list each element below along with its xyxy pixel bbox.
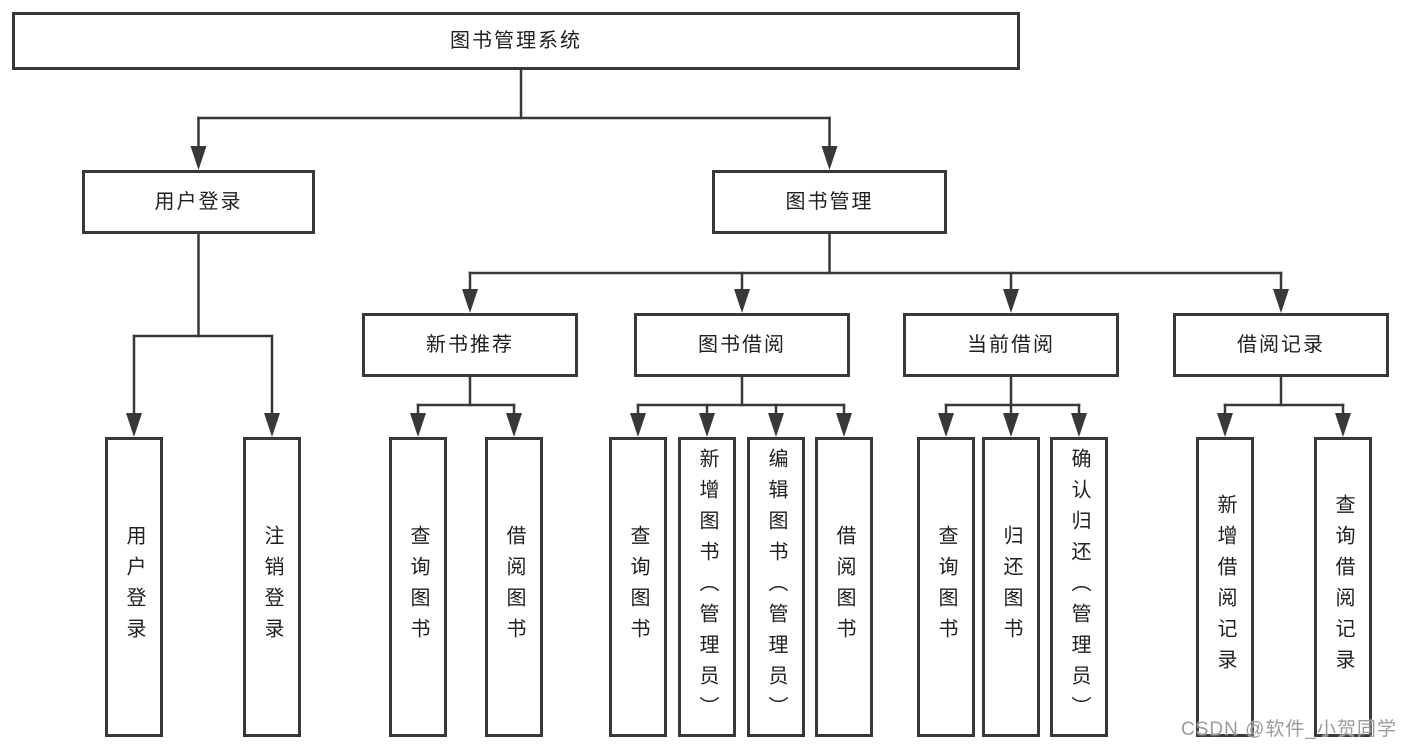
node-c-return: 归还图书 [982,437,1040,737]
node-rec-borrow: 借阅图书 [485,437,543,737]
node-u-login: 用户登录 [105,437,163,737]
node-u-logout: 注销登录 [243,437,301,737]
node-b-query: 查询图书 [609,437,667,737]
node-current: 当前借阅 [903,313,1119,377]
node-r-add: 新增借阅记录 [1196,437,1254,737]
watermark: CSDN @软件_小贺同学 [1181,719,1397,740]
node-records: 借阅记录 [1173,313,1389,377]
node-b-borrow: 借阅图书 [815,437,873,737]
node-mgmt: 图书管理 [712,170,947,234]
node-b-edit: 编辑图书（管理员） [747,437,805,737]
node-recommend: 新书推荐 [362,313,578,377]
node-root: 图书管理系统 [12,12,1020,70]
node-r-query: 查询借阅记录 [1314,437,1372,737]
node-c-query: 查询图书 [917,437,975,737]
node-c-confirm: 确认归还（管理员） [1050,437,1108,737]
node-login: 用户登录 [82,170,315,234]
node-rec-query: 查询图书 [389,437,447,737]
node-b-add: 新增图书（管理员） [678,437,736,737]
node-borrow: 图书借阅 [634,313,850,377]
